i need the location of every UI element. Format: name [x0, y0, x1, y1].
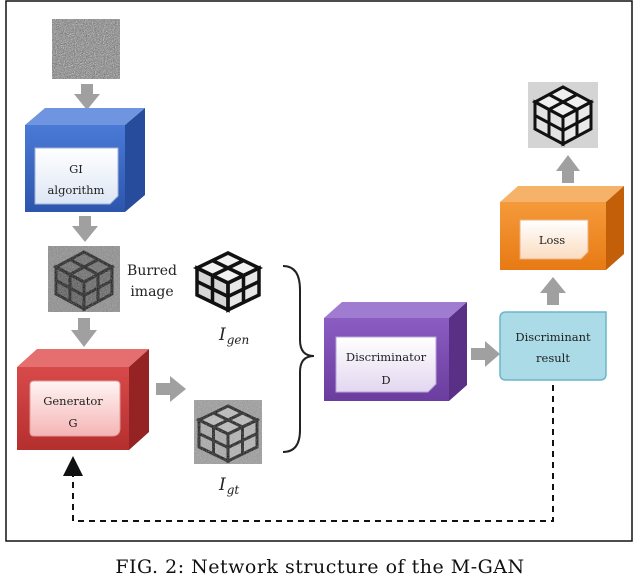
- arrow-blurred-to-generator: [71, 318, 97, 347]
- output-image: [528, 82, 598, 148]
- arrow-discriminator-to-result: [471, 341, 500, 367]
- arrow-gi-to-blurred: [72, 216, 98, 242]
- arrow-generator-to-outputs: [156, 376, 186, 402]
- loss-block: Loss: [500, 186, 624, 270]
- diagram-frame: [5, 0, 633, 542]
- gi-label-line2: algorithm: [48, 183, 105, 197]
- discriminator-label-line2: D: [381, 373, 390, 387]
- generated-cube-image: [192, 251, 264, 313]
- i-gen-label: Igen: [218, 325, 249, 347]
- ground-truth-image: [194, 400, 262, 464]
- gi-label-line1: GI: [69, 162, 83, 176]
- blurred-image: [48, 246, 120, 312]
- noise-input-image: [52, 19, 120, 79]
- arrow-result-to-loss: [540, 277, 566, 305]
- discriminant-result-box: Discriminant result: [499, 311, 607, 381]
- feedback-dashed-arrow: [63, 385, 554, 522]
- generator-block: Generator G: [17, 349, 149, 450]
- arrow-noise-to-gi: [74, 84, 100, 110]
- generator-label-line2: G: [68, 416, 77, 430]
- discriminator-block: Discriminator D: [324, 302, 467, 401]
- arrow-loss-to-output: [556, 155, 580, 183]
- i-gt-label: Igt: [218, 475, 239, 497]
- figure-caption: FIG. 2: Network structure of the M-GAN: [115, 556, 525, 578]
- blurred-label-line2: image: [130, 284, 173, 300]
- gi-algorithm-block: GI algorithm: [25, 108, 145, 212]
- rubiks-cube-icon: [531, 85, 595, 147]
- generator-label-line1: Generator: [43, 394, 103, 408]
- pair-brace: [282, 265, 315, 453]
- discriminator-label-line1: Discriminator: [346, 350, 427, 364]
- result-label-line1: Discriminant: [515, 330, 591, 344]
- result-label-line2: result: [536, 351, 570, 365]
- blurred-label-line1: Burred: [127, 263, 177, 279]
- loss-label: Loss: [539, 233, 565, 247]
